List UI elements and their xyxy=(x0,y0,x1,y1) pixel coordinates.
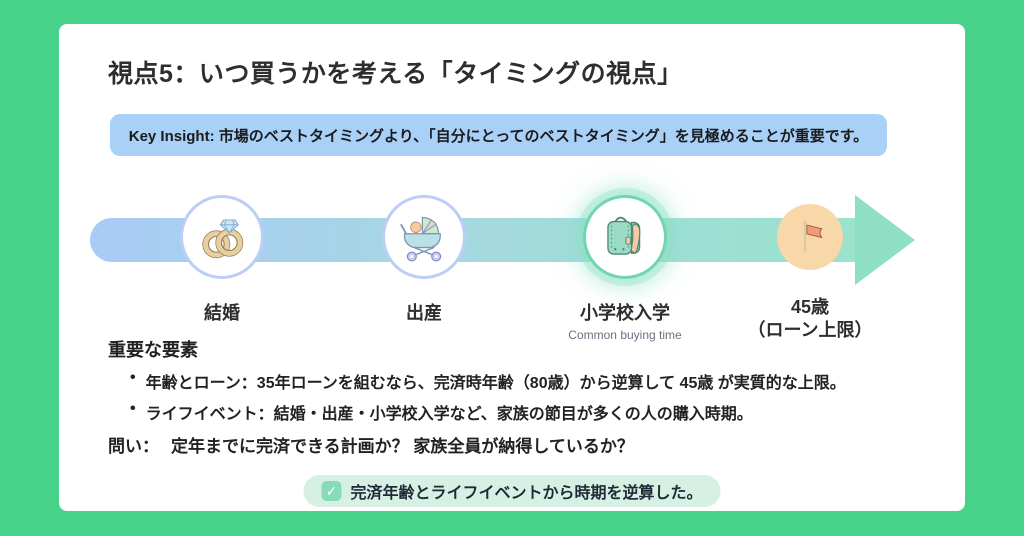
bullet-icon: • xyxy=(130,369,136,386)
milestone-birth xyxy=(382,195,466,279)
milestone-school xyxy=(583,195,667,279)
timeline-arrow-icon xyxy=(855,195,915,285)
milestone-school-label: 小学校入学 Common buying time xyxy=(568,302,681,343)
checkbox-check-icon: ✓ xyxy=(321,481,342,501)
key-insight-banner: Key Insight: 市場のベストタイミングより、「自分にとってのベストタイ… xyxy=(110,114,887,156)
school-backpack-icon xyxy=(599,211,651,263)
milestone-school-sublabel: Common buying time xyxy=(568,327,682,342)
flag-icon xyxy=(790,217,830,257)
slide-card: 視点5：いつ買うかを考える「タイミングの視点」 Key Insight: 市場の… xyxy=(59,24,965,511)
factors-section: 重要な要素 • 年齢とローン：35年ローンを組むなら、完済時年齢（80歳）から逆… xyxy=(108,336,928,424)
milestone-marriage xyxy=(180,195,264,279)
timeline: 結婚 出産 xyxy=(59,184,965,349)
milestone-age45-line1: 45歳 xyxy=(790,297,830,317)
checklist-pill: ✓ 完済年齢とライフイベントから時期を逆算した。 xyxy=(303,475,721,507)
factor-item-text: 年齢とローン：35年ローンを組むなら、完済時年齢（80歳）から逆算して 45歳 … xyxy=(145,375,846,392)
baby-carriage-icon xyxy=(398,211,450,263)
question-label: 問い： xyxy=(108,437,159,456)
factor-item: • 年齢とローン：35年ローンを組むなら、完済時年齢（80歳）から逆算して 45… xyxy=(108,369,928,393)
bullet-icon: • xyxy=(130,400,136,417)
wedding-rings-icon xyxy=(196,211,248,263)
milestone-school-label-text: 小学校入学 xyxy=(579,303,670,323)
milestone-age45-label: 45歳 （ローン上限） xyxy=(747,296,872,341)
question-line: 問い： 定年までに完済できる計画か？ 家族全員が納得しているか？ xyxy=(108,432,634,457)
checklist-text: 完済年齢とライフイベントから時期を逆算した。 xyxy=(350,485,703,502)
factor-item-text: ライフイベント：結婚・出産・小学校入学など、家族の節目が多くの人の購入時期。 xyxy=(145,406,753,423)
milestone-birth-label: 出産 xyxy=(406,303,442,323)
question-text: 定年までに完済できる計画か？ 家族全員が納得しているか？ xyxy=(171,437,634,456)
milestone-marriage-label: 結婚 xyxy=(204,303,240,323)
milestone-age45-line2: （ローン上限） xyxy=(747,319,873,340)
page-title: 視点5：いつ買うかを考える「タイミングの視点」 xyxy=(108,60,683,88)
milestone-age45 xyxy=(777,204,843,270)
factors-heading: 重要な要素 xyxy=(108,340,198,360)
factor-item: • ライフイベント：結婚・出産・小学校入学など、家族の節目が多くの人の購入時期。 xyxy=(108,400,928,424)
